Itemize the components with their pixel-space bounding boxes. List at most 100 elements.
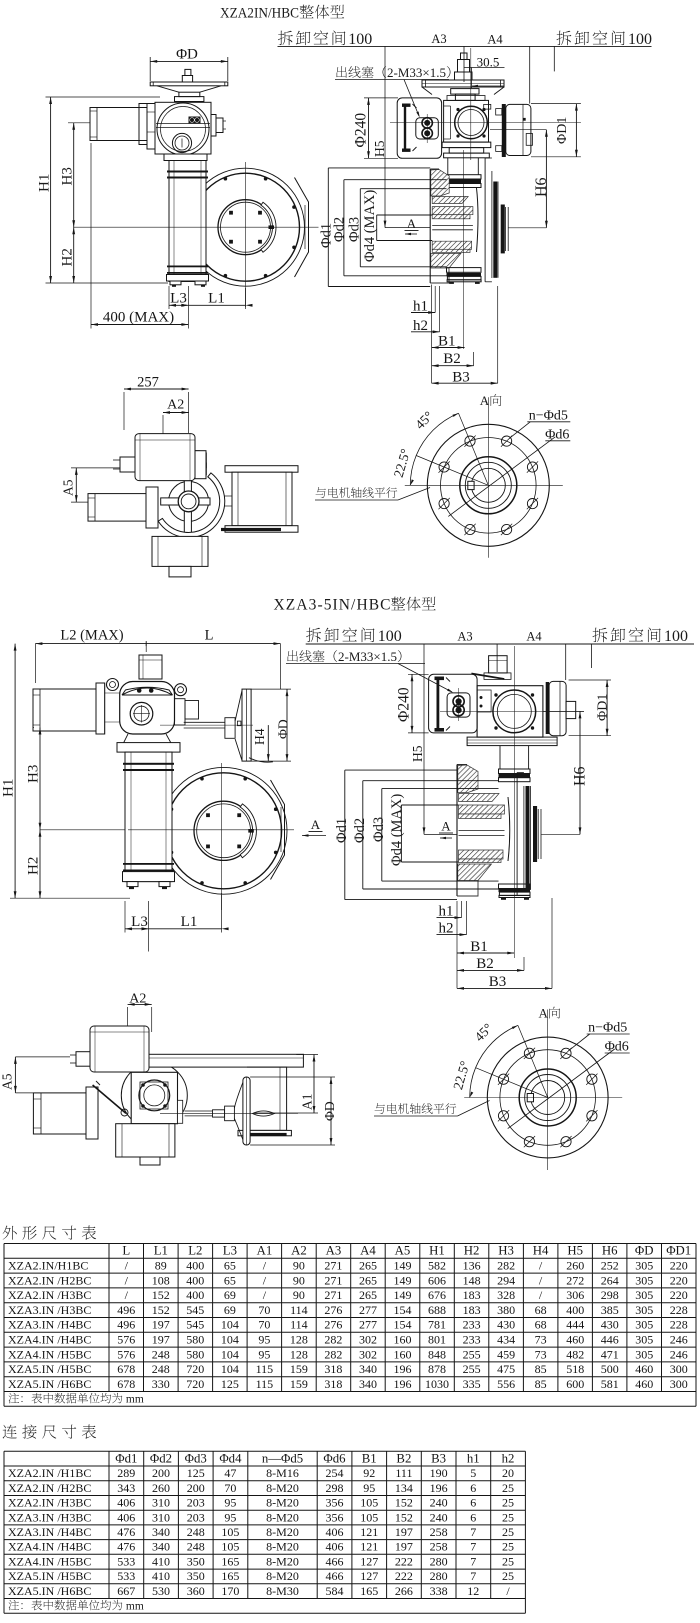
svg-text:XZA5.IN /H6BC: XZA5.IN /H6BC (8, 1584, 91, 1598)
svg-text:475: 475 (497, 1362, 515, 1376)
svg-text:298: 298 (601, 1288, 619, 1302)
svg-text:720: 720 (186, 1377, 204, 1391)
svg-text:265: 265 (359, 1259, 377, 1273)
svg-text:B3: B3 (452, 369, 470, 385)
svg-text:121: 121 (360, 1540, 378, 1554)
svg-text:Φd6: Φd6 (545, 427, 569, 442)
svg-text:h1: h1 (413, 299, 428, 315)
svg-text:240: 240 (430, 1496, 448, 1510)
svg-text:h1: h1 (439, 903, 454, 919)
svg-text:305: 305 (635, 1288, 653, 1302)
svg-text:197: 197 (395, 1540, 413, 1554)
svg-text:606: 606 (428, 1273, 446, 1287)
svg-text:H6: H6 (533, 177, 550, 197)
svg-text:518: 518 (566, 1362, 584, 1376)
svg-text:255: 255 (463, 1347, 481, 1361)
svg-text:8-M30: 8-M30 (266, 1584, 299, 1598)
svg-text:100: 100 (628, 31, 652, 48)
svg-text:300: 300 (670, 1362, 688, 1376)
svg-text:H1: H1 (37, 174, 53, 192)
svg-text:233: 233 (463, 1333, 481, 1347)
svg-text:258: 258 (430, 1540, 448, 1554)
svg-text:68: 68 (535, 1303, 547, 1317)
svg-text:95: 95 (258, 1347, 270, 1361)
svg-text:254: 254 (326, 1466, 344, 1480)
svg-text:246: 246 (670, 1333, 688, 1347)
svg-text:196: 196 (394, 1377, 412, 1391)
svg-text:25: 25 (502, 1481, 514, 1495)
svg-text:Φd1: Φd1 (115, 1451, 137, 1465)
svg-text:200: 200 (187, 1481, 205, 1495)
svg-text:73: 73 (535, 1347, 547, 1361)
svg-text:L: L (205, 628, 214, 644)
svg-text:104: 104 (221, 1362, 239, 1376)
svg-text:H1: H1 (429, 1244, 445, 1258)
svg-text:385: 385 (601, 1303, 619, 1317)
svg-text:340: 340 (359, 1377, 377, 1391)
svg-text:114: 114 (290, 1303, 308, 1317)
svg-text:H5: H5 (372, 140, 387, 157)
svg-text:330: 330 (152, 1377, 170, 1391)
svg-text:305: 305 (635, 1303, 653, 1317)
svg-text:XZA4.IN /H5BC: XZA4.IN /H5BC (8, 1555, 91, 1569)
svg-text:A4: A4 (360, 1244, 376, 1258)
svg-text:L1: L1 (181, 914, 198, 930)
svg-text:460: 460 (635, 1377, 653, 1391)
svg-text:289: 289 (117, 1466, 135, 1480)
svg-text:305: 305 (635, 1333, 653, 1347)
svg-text:105: 105 (221, 1525, 239, 1539)
svg-text:265: 265 (359, 1273, 377, 1287)
svg-text:196: 196 (430, 1481, 448, 1495)
svg-text:70: 70 (224, 1481, 236, 1495)
svg-text:A: A (441, 819, 451, 834)
svg-text:302: 302 (359, 1347, 377, 1361)
svg-text:25: 25 (502, 1496, 514, 1510)
svg-text:556: 556 (497, 1377, 515, 1391)
svg-text:8-M20: 8-M20 (266, 1496, 299, 1510)
svg-text:160: 160 (394, 1333, 412, 1347)
svg-text:mm: mm (123, 1600, 144, 1612)
svg-text:A2: A2 (167, 398, 184, 413)
svg-text:H4: H4 (533, 1244, 549, 1258)
svg-text:459: 459 (497, 1347, 515, 1361)
svg-text:L2: L2 (188, 1244, 202, 1258)
svg-text:318: 318 (324, 1377, 342, 1391)
svg-text:183: 183 (463, 1288, 481, 1302)
svg-text:n−Φd5: n−Φd5 (529, 408, 568, 423)
svg-text:460: 460 (566, 1333, 584, 1347)
svg-text:276: 276 (324, 1318, 342, 1332)
svg-text:ΦD1: ΦD1 (555, 117, 570, 144)
svg-text:/: / (539, 1273, 543, 1287)
svg-text:25: 25 (502, 1569, 514, 1583)
svg-text:343: 343 (117, 1481, 135, 1495)
svg-text:XZA3-5IN/HBC: XZA3-5IN/HBC (274, 597, 391, 614)
svg-text:69: 69 (224, 1288, 236, 1302)
svg-text:152: 152 (152, 1288, 170, 1302)
svg-text:5: 5 (470, 1466, 476, 1480)
svg-text:271: 271 (324, 1288, 342, 1302)
svg-text:128: 128 (290, 1347, 308, 1361)
svg-text:95: 95 (224, 1496, 236, 1510)
svg-text:340: 340 (359, 1362, 377, 1376)
svg-text:A5: A5 (61, 479, 76, 496)
svg-text:266: 266 (395, 1584, 413, 1598)
svg-text:115: 115 (256, 1362, 274, 1376)
svg-text:678: 678 (117, 1377, 135, 1391)
svg-text:Φ240: Φ240 (396, 687, 413, 722)
svg-text:310: 310 (152, 1496, 170, 1510)
svg-text:676: 676 (428, 1288, 446, 1302)
svg-text:360: 360 (187, 1584, 205, 1598)
svg-text:XZA4.IN /H5BC: XZA4.IN /H5BC (8, 1347, 91, 1361)
svg-text:476: 476 (117, 1540, 135, 1554)
svg-text:127: 127 (360, 1569, 378, 1583)
svg-text:B2: B2 (443, 351, 461, 367)
svg-text:A4: A4 (487, 33, 503, 47)
svg-text:105: 105 (360, 1496, 378, 1510)
svg-text:246: 246 (670, 1347, 688, 1361)
svg-text:L3: L3 (131, 914, 148, 930)
svg-text:90: 90 (293, 1273, 305, 1287)
svg-text:282: 282 (497, 1259, 515, 1273)
svg-text:90: 90 (293, 1288, 305, 1302)
svg-text:310: 310 (152, 1510, 170, 1524)
svg-text:340: 340 (152, 1540, 170, 1554)
